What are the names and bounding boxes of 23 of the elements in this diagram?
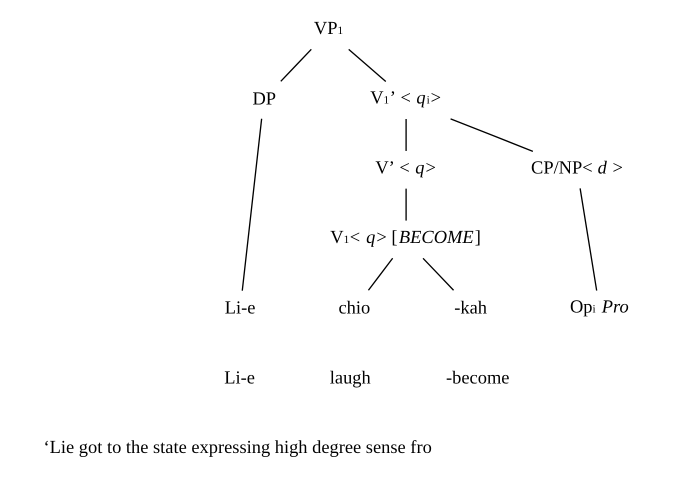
node-text: Opi Pro xyxy=(569,296,628,317)
node-text: DP xyxy=(252,88,276,109)
node-text: Li-e xyxy=(224,298,255,318)
node-text: CP/NP< d > xyxy=(530,157,622,178)
connector xyxy=(422,258,454,291)
label: laugh xyxy=(329,367,370,388)
connector xyxy=(578,188,597,291)
node-text: chio xyxy=(338,298,370,318)
connector xyxy=(404,188,406,221)
label: -become xyxy=(446,367,509,388)
node-text: V’ < q> xyxy=(374,157,436,178)
connector xyxy=(280,48,312,82)
connector xyxy=(241,118,262,291)
node-text: VP1 xyxy=(313,18,343,38)
node-text: -kah xyxy=(454,298,486,318)
node-text: V1’ < qi> xyxy=(370,88,441,108)
node-text: V1< q> [BECOME] xyxy=(330,226,480,247)
connector xyxy=(348,48,386,82)
connector xyxy=(404,119,406,151)
label: ‘Lie got to the state expressing high degree sense fro xyxy=(43,436,432,457)
connector xyxy=(450,118,533,152)
connector xyxy=(367,258,393,291)
label: Li-e xyxy=(224,367,254,388)
